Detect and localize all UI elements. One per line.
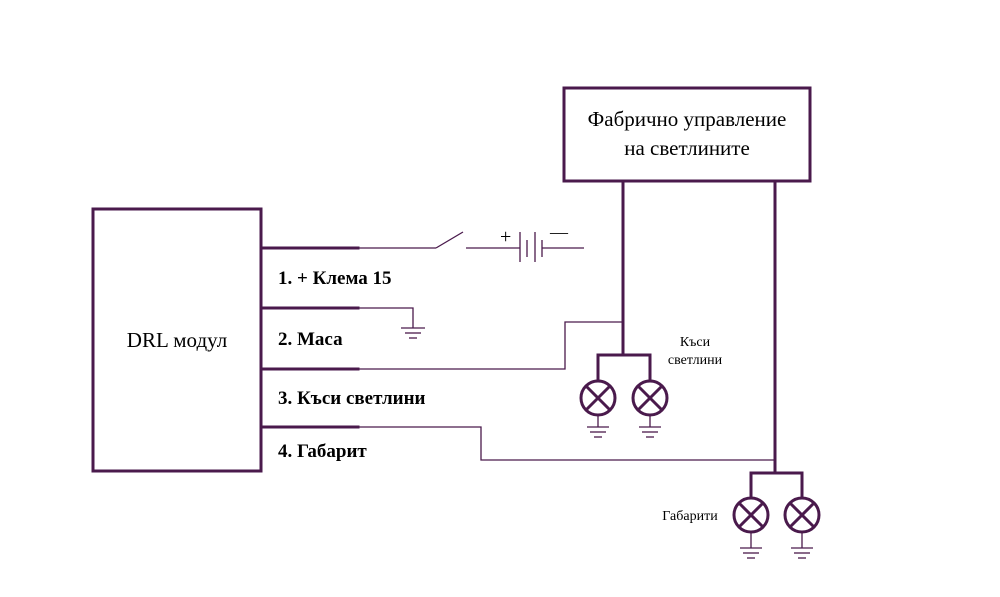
pin4-wire	[358, 426, 775, 461]
pin4-label: 4. Габарит	[278, 441, 367, 462]
parking-bus	[749, 471, 804, 499]
switch-and-battery: + —	[358, 222, 584, 262]
factory-control-line2: на светлините	[624, 136, 750, 160]
parking-lamps	[732, 471, 821, 559]
parking-lamp-right-x2	[788, 501, 816, 529]
low-beams-label-line1: Къси	[680, 335, 711, 350]
low-beam-bus	[596, 353, 652, 382]
low-beam-lamp-left-x2	[584, 384, 612, 412]
battery-plus-sign: +	[500, 226, 511, 248]
pin3-label: 3. Къси светлини	[278, 388, 426, 409]
drl-module-box	[91, 207, 263, 473]
pin1-label: 1. + Клема 15	[278, 268, 392, 289]
parking-lamp-left-x2	[737, 501, 765, 529]
factory-control-box	[562, 86, 812, 183]
pin2-label: 2. Маса	[278, 329, 343, 350]
pin2-ground	[358, 307, 425, 339]
battery-minus-sign: —	[549, 222, 569, 242]
pin3-wire	[358, 321, 623, 370]
drl-module-label: DRL модул	[127, 328, 227, 352]
factory-control-line1: Фабрично управление	[588, 107, 787, 131]
switch-blade	[435, 231, 464, 249]
pin2-wire	[358, 307, 414, 328]
low-beam-lamps	[579, 353, 669, 438]
low-beam-lamp-right-x2	[636, 384, 664, 412]
low-beams-label-line2: светлини	[668, 353, 723, 368]
parking-lights-label: Габарити	[662, 509, 718, 524]
